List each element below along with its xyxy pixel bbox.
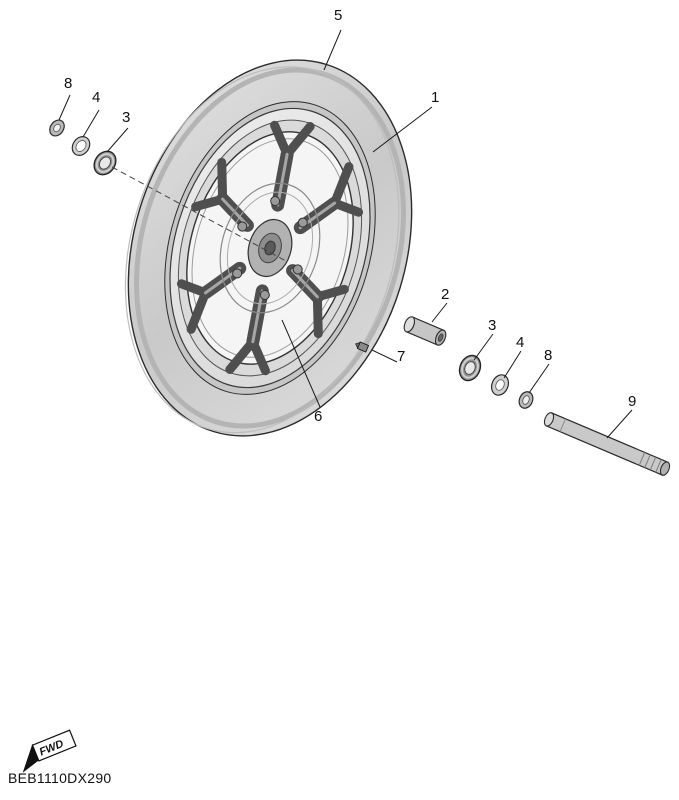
leader-5 (323, 29, 342, 71)
collar-right-part (518, 391, 534, 409)
bearing-right-part (458, 354, 482, 382)
fwd-marker: FWD (22, 729, 77, 773)
leader-6 (281, 319, 321, 408)
leader-1 (372, 106, 433, 153)
bearing-left-part (93, 150, 117, 176)
leader-2 (431, 302, 448, 323)
leader-8-right (528, 363, 550, 394)
callout-axle-shaft: 9 (628, 393, 637, 410)
leader-7 (371, 349, 398, 363)
hub (247, 218, 293, 278)
callout-bearing-right: 3 (488, 317, 497, 334)
leader-4-left (82, 109, 100, 138)
axle-shaft-part (543, 412, 671, 476)
assembly-centerline (111, 166, 287, 262)
callout-wheel: 1 (431, 89, 440, 106)
spacer-part (403, 316, 447, 346)
callout-bearing-left: 3 (122, 109, 131, 126)
seal-left-part (71, 136, 91, 156)
brake-rotor (219, 182, 321, 314)
fwd-box (31, 729, 77, 762)
leader-9 (606, 409, 633, 439)
leader-4-right (503, 350, 522, 379)
front-wheel (124, 59, 413, 437)
callout-hub-fitting: 6 (314, 408, 323, 425)
callout-valve: 7 (397, 348, 406, 365)
callout-collar-right: 8 (544, 347, 553, 364)
leader-lines (58, 29, 633, 439)
diagram-code: BEB1110DX290 (8, 770, 112, 786)
callout-collar-left: 8 (64, 75, 73, 92)
callout-spacer: 2 (441, 286, 450, 303)
collar-left-part (49, 119, 65, 137)
valve-part (355, 341, 370, 353)
leader-3-right (473, 333, 494, 361)
seal-right-part (490, 374, 510, 396)
callout-seal-right: 4 (516, 334, 525, 351)
callout-tire: 5 (334, 7, 343, 24)
leader-8-left (58, 94, 71, 121)
leader-3-left (106, 127, 129, 153)
callout-seal-left: 4 (92, 89, 101, 106)
